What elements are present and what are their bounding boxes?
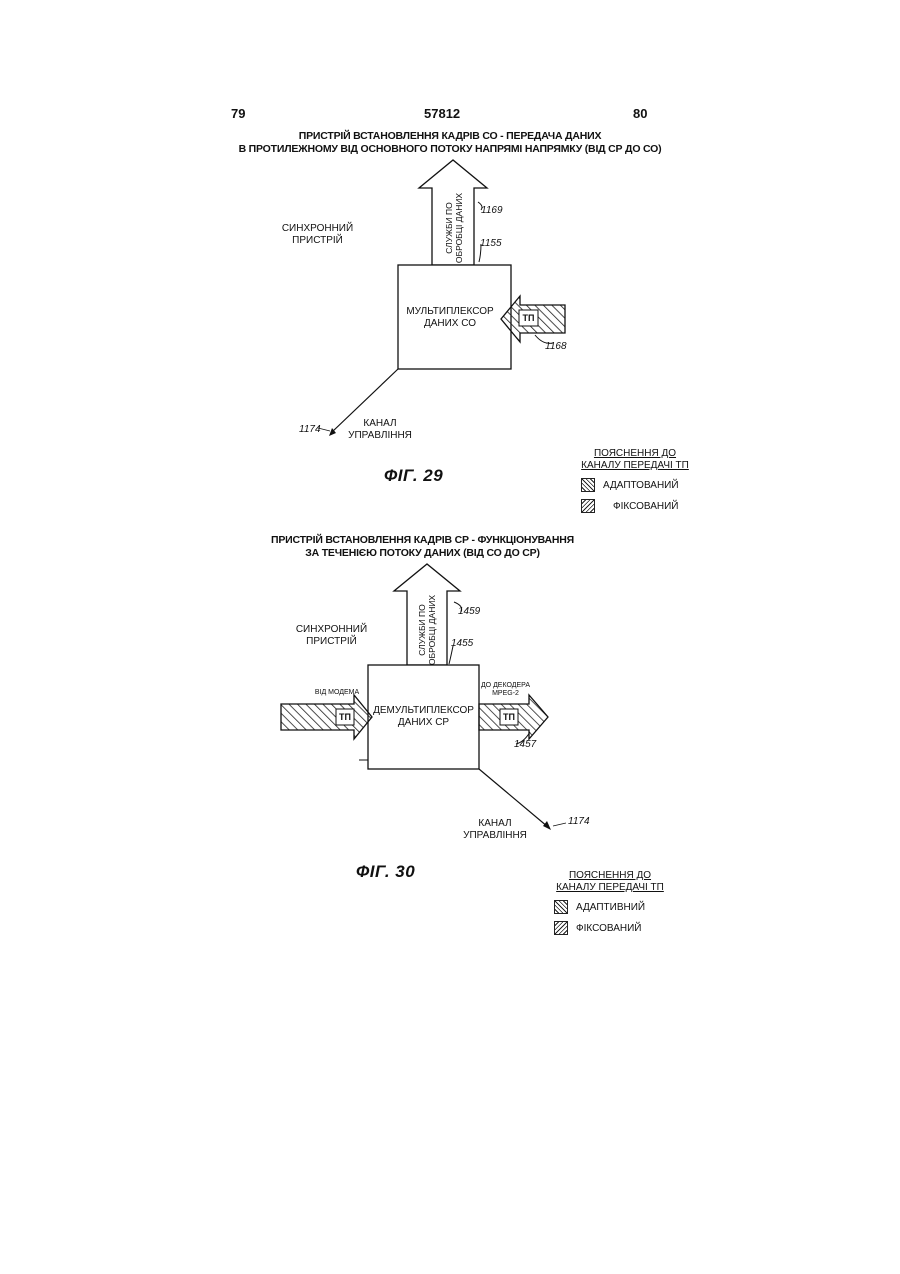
fixed-swatch-icon [581,499,595,513]
fig30-sync-line2: ПРИСТРІЙ [284,636,379,648]
fig29-sync-line2: ПРИСТРІЙ [270,235,365,247]
fig29-box-line1: МУЛЬТИПЛЕКСОР [398,306,502,318]
fig29-sync-device-label: СИНХРОННИЙ ПРИСТРІЙ [270,223,365,247]
fig29-channel-line1: КАНАЛ [335,418,425,430]
fig30-services-line1: СЛУЖБИ ПО [417,580,427,680]
fig29-caption: ФІГ. 29 [384,466,443,486]
fig29-channel-line2: УПРАВЛІННЯ [335,430,425,442]
fig30-ref-1174: 1174 [568,816,590,827]
fig30-sync-line1: СИНХРОННИЙ [284,624,379,636]
fig30-sync-device-label: СИНХРОННИЙ ПРИСТРІЙ [284,624,379,648]
fig29-services-label: СЛУЖБИ ПО ОБРОБЦІ ДАНИХ [444,178,464,278]
fig29-ref-1174: 1174 [299,424,321,435]
fig30-to-decoder-line1: ДО ДЕКОДЕРА [478,682,533,690]
fig29-control-channel-label: КАНАЛ УПРАВЛІННЯ [335,418,425,442]
fig30-control-channel-arrowhead [543,821,551,830]
fig30-input-arrow [281,695,372,739]
fig29-legend-fixed-label: ФІКСОВАНИЙ [613,501,678,512]
fig29-legend-title2: КАНАЛУ ПЕРЕДАЧІ ТП [575,460,695,472]
fig30-ref-1455: 1455 [451,638,473,649]
fig30-legend-fixed: ФІКСОВАНИЙ [554,921,670,935]
fig30-legend: ПОЯСНЕННЯ ДО КАНАЛУ ПЕРЕДАЧІ ТП АДАПТИВН… [550,870,670,935]
fig29-legend-title1: ПОЯСНЕННЯ ДО [575,448,695,460]
fig30-box-label: ДЕМУЛЬТИПЛЕКСОР ДАНИХ СР [368,705,479,729]
fig29-services-line2: ОБРОБЦІ ДАНИХ [454,178,464,278]
fig30-tp-in-label: ТП [336,711,354,723]
fixed-swatch-icon [554,921,568,935]
fig30-caption: ФІГ. 30 [356,862,415,882]
fig30-control-channel-label: КАНАЛ УПРАВЛІННЯ [450,818,540,842]
fig30-legend-adaptive-label: АДАПТИВНИЙ [576,902,645,913]
fig30-leader-1174 [553,823,566,826]
fig29-legend-adaptive: АДАПТОВАНИЙ [581,478,695,492]
fig30-channel-line2: УПРАВЛІННЯ [450,830,540,842]
fig29-ref-1168: 1168 [545,341,567,352]
fig29-box-label: МУЛЬТИПЛЕКСОР ДАНИХ СО [398,306,502,330]
fig30-from-modem-label: ВІД МОДЕМА [312,689,362,697]
fig29-tp-label: ТП [519,312,538,324]
fig30-services-label: СЛУЖБИ ПО ОБРОБЦІ ДАНИХ [417,580,437,680]
fig30-title: ПРИСТРІЙ ВСТАНОВЛЕННЯ КАДРІВ СР - ФУНКЦІ… [200,534,645,560]
fig29-box-line2: ДАНИХ СО [398,318,502,330]
fig29-services-line1: СЛУЖБИ ПО [444,178,454,278]
fig29-legend-adaptive-label: АДАПТОВАНИЙ [603,480,679,491]
fig30-ref-1457: 1457 [514,739,536,750]
fig29-ref-1169: 1169 [481,205,503,216]
fig30-channel-line1: КАНАЛ [450,818,540,830]
fig30-legend-title: ПОЯСНЕННЯ ДО КАНАЛУ ПЕРЕДАЧІ ТП [550,870,670,894]
adaptive-swatch-icon [554,900,568,914]
fig30-box-line2: ДАНИХ СР [368,717,479,729]
fig30-ref-1459: 1459 [458,606,480,617]
fig30-tp-out-label: ТП [500,711,518,723]
fig30-to-decoder-label: ДО ДЕКОДЕРА MPEG-2 [478,682,533,698]
fig30-title-line1: ПРИСТРІЙ ВСТАНОВЛЕННЯ КАДРІВ СР - ФУНКЦІ… [200,534,645,547]
fig30-legend-fixed-label: ФІКСОВАНИЙ [576,923,641,934]
fig30-to-decoder-line2: MPEG-2 [478,690,533,698]
fig29-ref-1155: 1155 [480,238,502,249]
fig30-legend-adaptive: АДАПТИВНИЙ [554,900,670,914]
fig29-legend-fixed: ФІКСОВАНИЙ [581,499,695,513]
fig30-legend-title2: КАНАЛУ ПЕРЕДАЧІ ТП [550,882,670,894]
fig29-legend: ПОЯСНЕННЯ ДО КАНАЛУ ПЕРЕДАЧІ ТП АДАПТОВА… [575,448,695,513]
fig29-legend-title: ПОЯСНЕННЯ ДО КАНАЛУ ПЕРЕДАЧІ ТП [575,448,695,472]
fig30-title-line2: ЗА ТЕЧЕНІЄЮ ПОТОКУ ДАНИХ (ВІД СО ДО СР) [200,547,645,560]
fig29-sync-line1: СИНХРОННИЙ [270,223,365,235]
fig30-services-line2: ОБРОБЦІ ДАНИХ [427,580,437,680]
adaptive-swatch-icon [581,478,595,492]
fig30-box-line1: ДЕМУЛЬТИПЛЕКСОР [368,705,479,717]
fig30-legend-title1: ПОЯСНЕННЯ ДО [550,870,670,882]
